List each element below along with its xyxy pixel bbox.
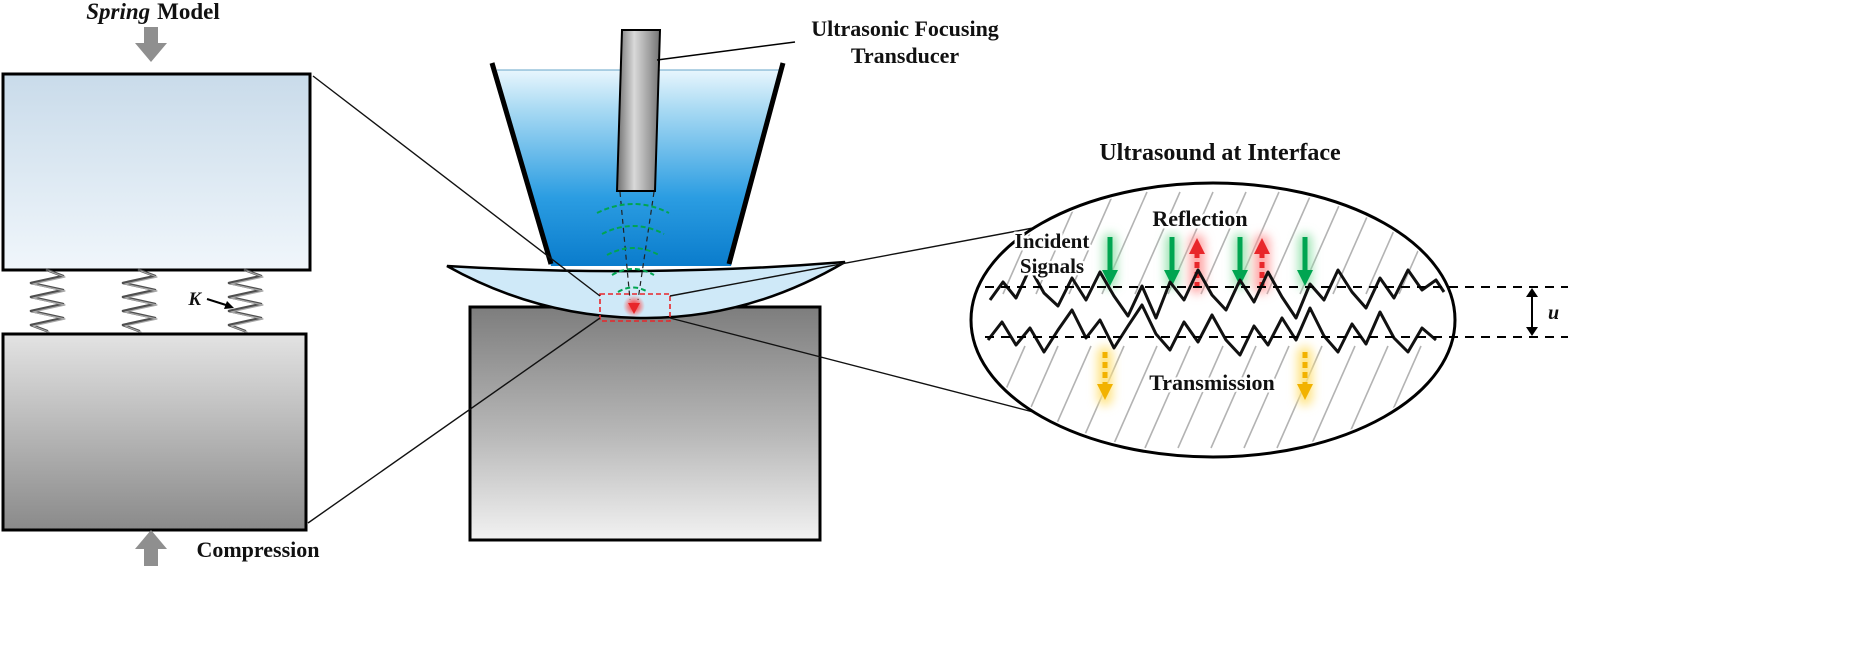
incident-arrow-icon — [1297, 237, 1313, 286]
beam-cone — [619, 191, 655, 301]
compression-bottom-arrow-icon — [135, 530, 167, 566]
gap-measure: u — [1526, 288, 1559, 336]
incident-arrows — [1102, 237, 1313, 286]
coupling-lens-dish — [446, 260, 846, 320]
connector-bottomblock-to-focus — [307, 317, 601, 524]
springs-group — [29, 268, 264, 333]
reflection-arrow-icon — [1189, 238, 1205, 288]
connector-focus-to-ellipse-bottom — [669, 317, 1038, 414]
incident-label-line1: Incident — [1015, 229, 1090, 253]
gap-arrowhead-up-icon — [1526, 288, 1538, 297]
stiffness-arrowhead-icon — [224, 301, 234, 309]
bath-wall-left — [489, 62, 554, 265]
sample-block — [468, 305, 822, 542]
transmission-label: Transmission — [1149, 370, 1275, 395]
bath-wall-right — [726, 62, 786, 265]
transducer-pointer-line — [656, 41, 796, 61]
reflection-label: Reflection — [1152, 206, 1247, 231]
transducer-setup-panel: Ultrasonic Focusing Transducer — [446, 16, 999, 542]
spring-model-title-regular: Model — [157, 0, 220, 24]
spring-icon — [29, 268, 66, 333]
bottom-specimen-block — [1, 332, 308, 532]
interface-title: Ultrasound at Interface — [1099, 140, 1341, 166]
transmission-arrow-icon — [1097, 352, 1113, 400]
transmission-arrows — [1097, 352, 1313, 400]
focal-arrow-icon — [628, 303, 640, 314]
stiffness-pointer-line — [206, 298, 227, 306]
transducer-rod — [615, 29, 662, 192]
spring-model-title: Spring Model — [86, 0, 220, 24]
incident-arrow-icon — [1164, 237, 1180, 286]
focal-zoom-box — [599, 293, 671, 322]
compression-top-arrow-icon — [135, 27, 167, 62]
spring-model-title-italic: Spring — [86, 0, 150, 24]
incident-label-line2: Signals — [1020, 254, 1084, 278]
stiffness-label: K — [187, 289, 202, 310]
connector-topblock-to-focus — [312, 75, 601, 297]
mean-lines — [985, 286, 1568, 338]
zoom-connector-lines — [307, 75, 1038, 524]
transducer-label-line1: Ultrasonic Focusing — [811, 16, 999, 41]
transducer-label-line2: Transducer — [851, 43, 960, 68]
gap-label: u — [1548, 302, 1559, 324]
rough-surface-upper — [988, 266, 1446, 320]
gap-arrowhead-down-icon — [1526, 327, 1538, 336]
incident-arrow-icon — [1232, 237, 1248, 286]
connector-focus-to-ellipse-top — [669, 227, 1034, 297]
spring-model-panel: Spring Model K Compression — [1, 0, 320, 566]
focused-wavefronts — [596, 203, 670, 293]
incident-arrow-icon — [1102, 237, 1118, 286]
interface-ellipse — [969, 181, 1457, 459]
top-specimen-block — [1, 72, 312, 272]
interface-view-panel: Ultrasound at Interface — [969, 140, 1568, 459]
compression-label: Compression — [196, 537, 319, 562]
spring-icon — [121, 268, 158, 333]
spring-icon — [227, 268, 264, 333]
transmission-arrow-icon — [1297, 352, 1313, 400]
